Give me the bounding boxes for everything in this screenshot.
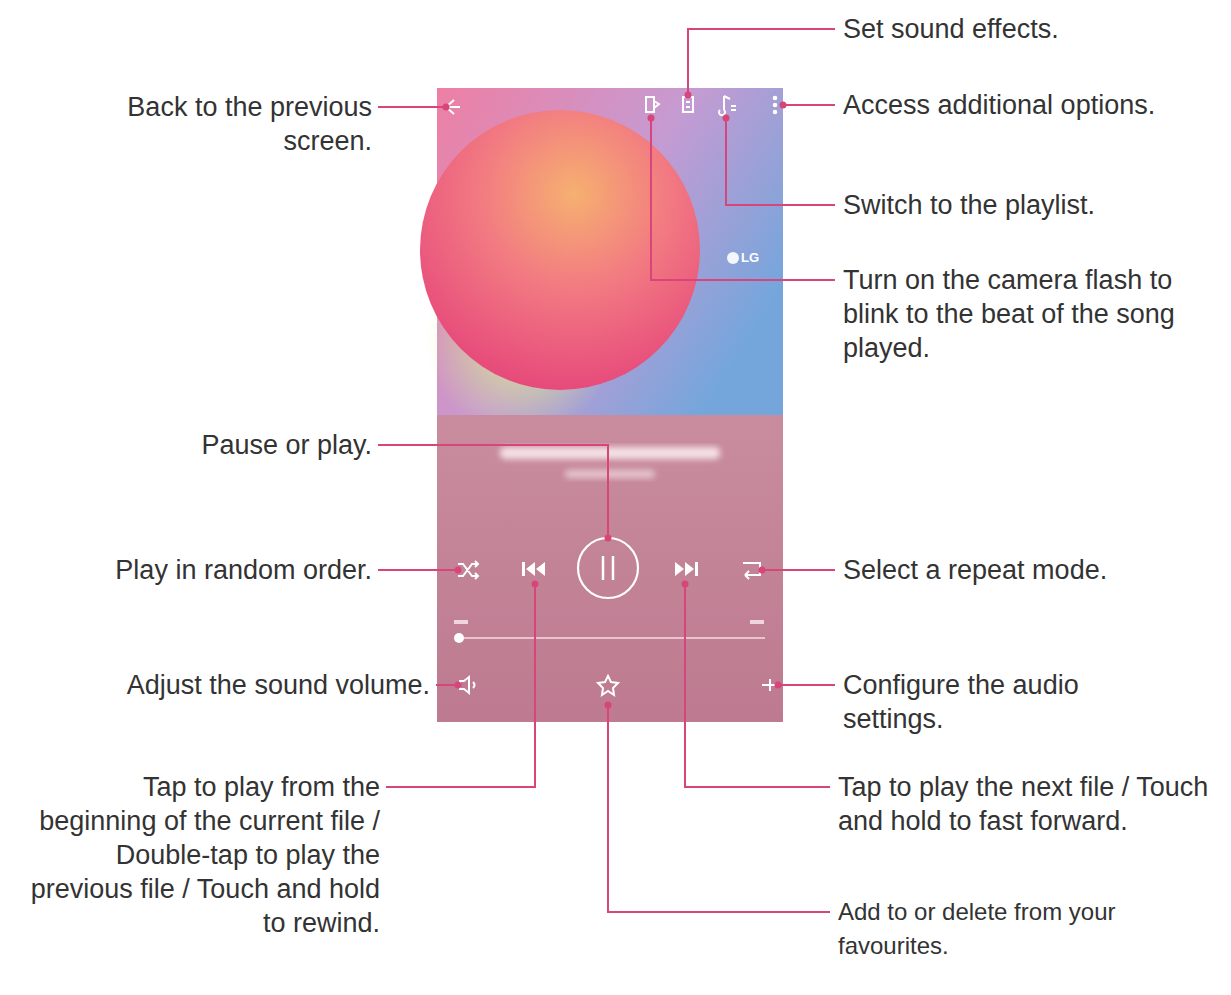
callout-text: Select a repeat mode. — [843, 553, 1107, 587]
callout-text: Switch to the playlist. — [843, 188, 1095, 222]
top-icons — [446, 96, 776, 115]
leader-lines — [378, 29, 835, 912]
transport-controls — [458, 538, 760, 598]
callout-text: Pause or play. — [201, 428, 372, 462]
total-time — [750, 620, 764, 624]
callout-text: Adjust the sound volume. — [127, 668, 430, 702]
bottom-icons — [460, 676, 778, 695]
art-orb — [420, 110, 700, 390]
callout-text: Turn on the camera flash to blink to the… — [843, 263, 1223, 365]
progress-thumb — [454, 633, 464, 643]
screen-logo: LG — [741, 250, 759, 266]
callout-text: Tap to play from the beginning of the cu… — [20, 770, 380, 940]
logo-dot — [727, 252, 739, 264]
callout-text: Add to or delete from your favourites. — [838, 895, 1228, 963]
blurred-title — [500, 447, 720, 478]
callout-text: Back to the previous screen. — [72, 90, 372, 158]
callout-text: Play in random order. — [115, 553, 372, 587]
callout-text: Tap to play the next file / Touch and ho… — [838, 770, 1223, 838]
skip-buttons — [522, 562, 698, 576]
callout-text: Configure the audio settings. — [843, 668, 1133, 736]
leader-dots — [443, 92, 787, 709]
elapsed-time — [454, 620, 468, 624]
progress-track — [457, 637, 765, 639]
callout-text: Access additional options. — [843, 88, 1155, 122]
control-panel — [437, 415, 783, 722]
callout-text: Set sound effects. — [843, 12, 1059, 46]
